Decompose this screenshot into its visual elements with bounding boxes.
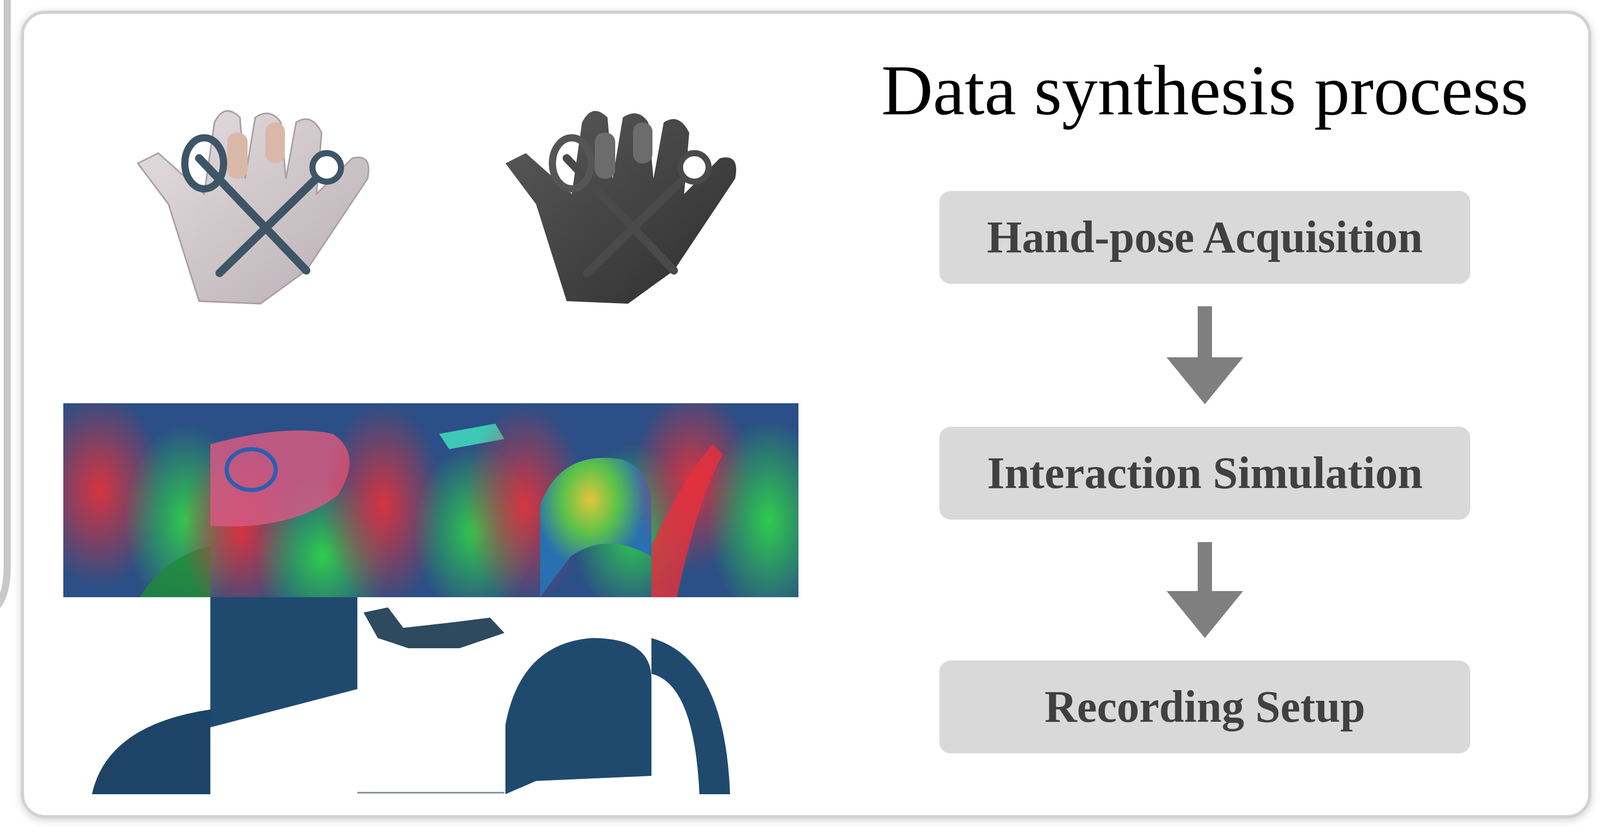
panel (22, 12, 1590, 817)
process-box: Interaction Simulation (939, 426, 1471, 520)
flow-arrow (1166, 542, 1244, 639)
hand-depth (505, 110, 737, 304)
hand-render (137, 110, 369, 304)
diagram-title: Data synthesis process (881, 49, 1529, 132)
process-label: Interaction Simulation (986, 447, 1423, 499)
panel-edge (0, 0, 8, 613)
tactile-images (63, 403, 799, 795)
flow-arrow (1166, 306, 1244, 405)
process-label: Hand-pose Acquisition (986, 211, 1423, 263)
process-box: Hand-pose Acquisition (939, 190, 1471, 284)
process-label: Recording Setup (1044, 681, 1366, 733)
process-box: Recording Setup (939, 660, 1471, 754)
